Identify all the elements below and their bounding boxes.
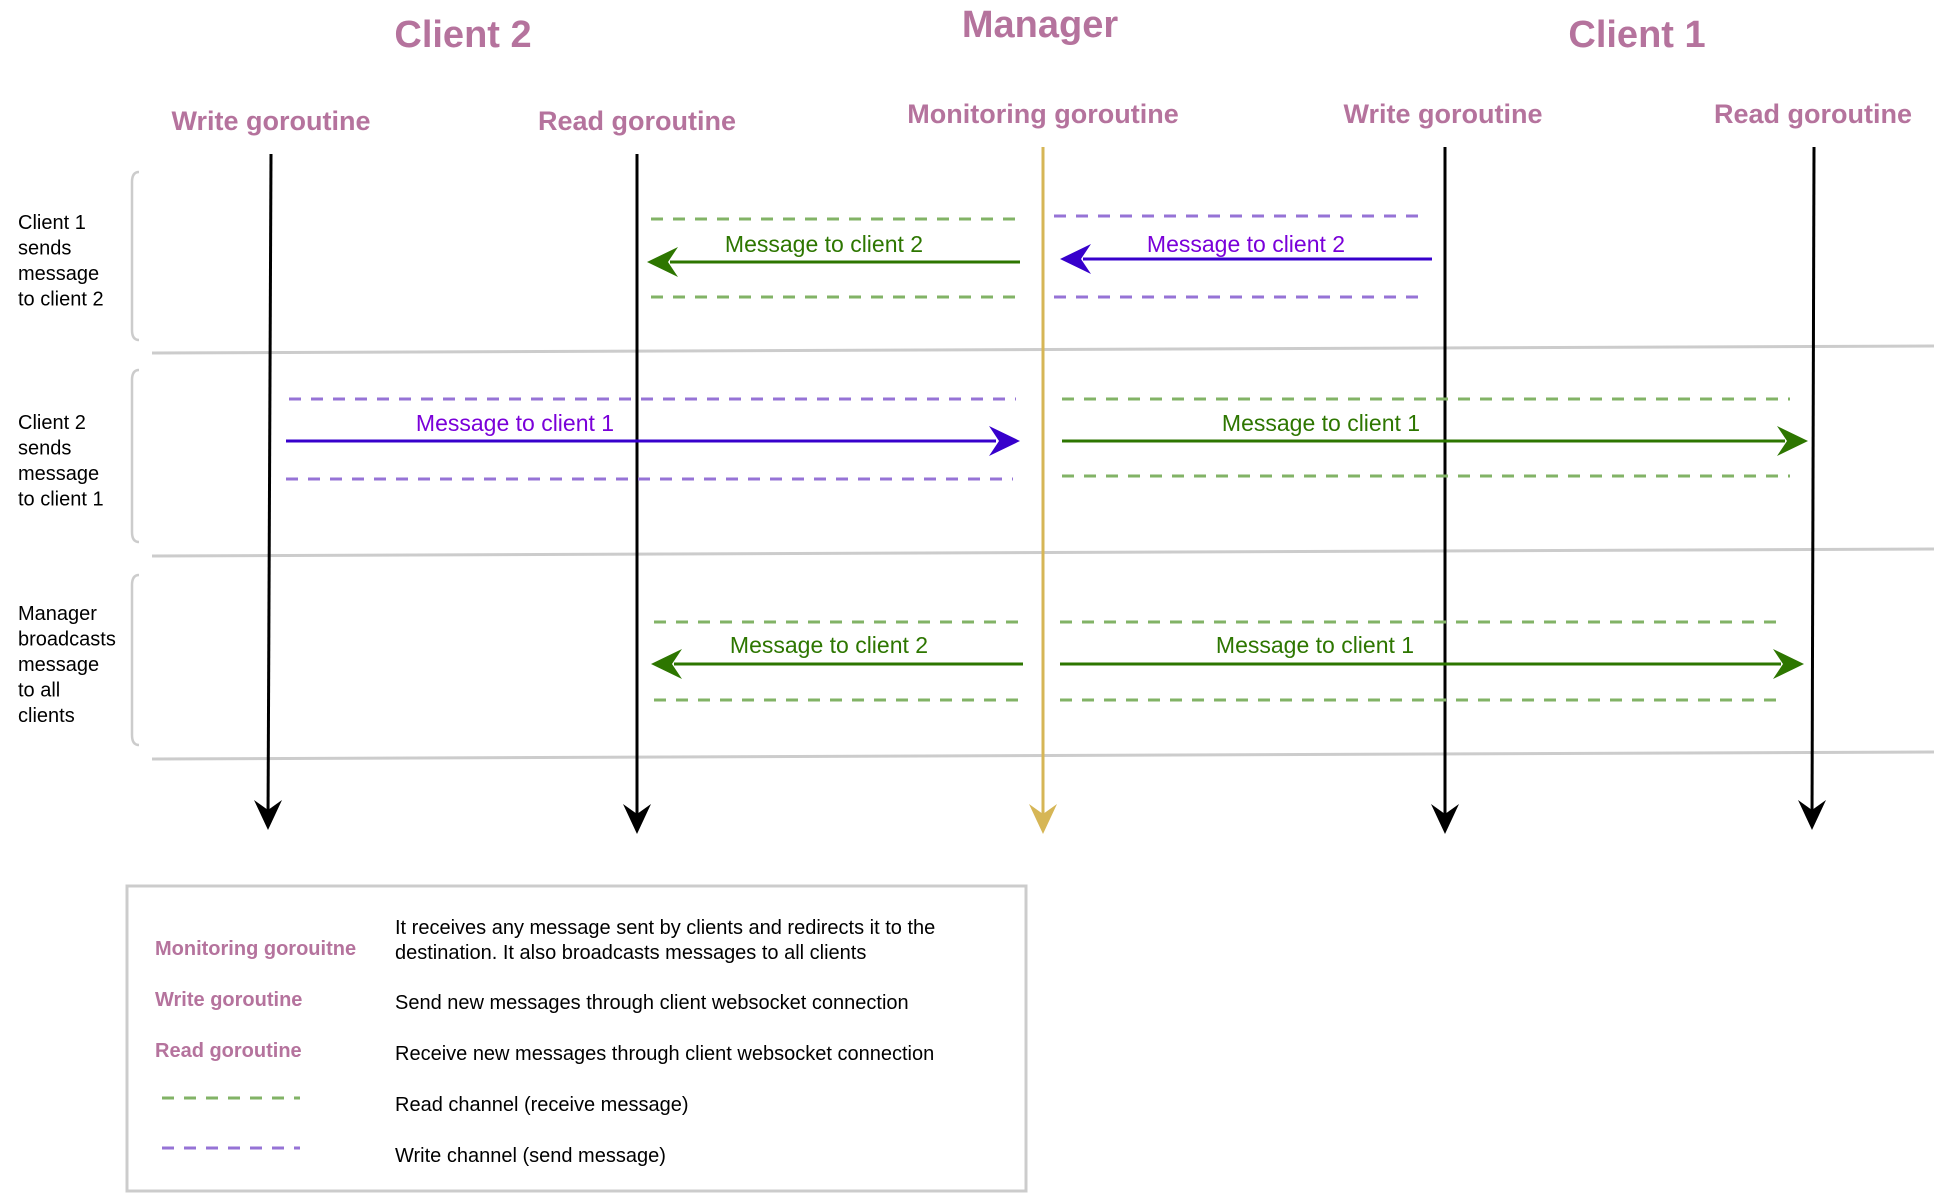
message-label-row3-left: Message to client 2 [730, 632, 928, 658]
row-brace-3 [130, 573, 140, 747]
legend-term-write: Write goroutine [155, 989, 302, 1011]
legend-desc-write-channel: Write channel (send message) [395, 1145, 666, 1167]
arrow-row1-to-monitoring [1060, 244, 1432, 274]
message-label-row2-right: Message to client 1 [1222, 410, 1420, 436]
legend-desc-read: Receive new messages through client webs… [395, 1043, 934, 1065]
arrow-row1-to-client2-read [647, 247, 1020, 277]
read-channel-row1-client2 [651, 217, 1022, 299]
read-channel-row2-client1 [1062, 397, 1790, 478]
lifeline-client2-read [623, 154, 651, 834]
read-channel-row3-client1 [1060, 620, 1786, 702]
legend-term-monitoring: Monitoring gorouitne [155, 938, 356, 960]
lifeline-client1-write [1431, 147, 1459, 834]
message-label-row3-right: Message to client 1 [1216, 632, 1414, 658]
write-channel-row1-client1 [1054, 214, 1425, 299]
lifeline-monitoring [1029, 147, 1057, 834]
lane-title-client2-write: Write goroutine [172, 106, 371, 136]
legend: Monitoring gorouitne It receives any mes… [125, 884, 1028, 1193]
lifeline-client2-write [254, 153, 282, 830]
row-label-1: Client 1 sends message to client 2 [18, 212, 105, 311]
row-brace-2 [130, 368, 140, 544]
arrow-row2-to-monitoring [286, 426, 1020, 456]
message-label-row1-left: Message to client 2 [725, 231, 923, 257]
arrow-row3-to-client2-read [651, 649, 1023, 679]
arrow-row2-to-client1-read [1062, 426, 1808, 456]
legend-term-read: Read goroutine [155, 1040, 302, 1062]
row-label-3: Manager broadcasts message to all client… [18, 603, 121, 727]
lane-title-client1-read: Read goroutine [1714, 99, 1912, 129]
arrow-row3-to-client1-read [1060, 649, 1804, 679]
message-label-row1-right: Message to client 2 [1147, 231, 1345, 257]
legend-box [125, 884, 1028, 1193]
lane-title-client1-write: Write goroutine [1344, 99, 1543, 129]
message-label-row2-left: Message to client 1 [416, 410, 614, 436]
legend-desc-write: Send new messages through client websock… [395, 992, 909, 1014]
write-channel-row2-client2 [286, 397, 1016, 481]
row-label-2: Client 2 sends message to client 1 [18, 412, 105, 511]
lifeline-client1-read [1798, 146, 1826, 830]
client2-title: Client 2 [394, 14, 531, 56]
lane-title-client2-read: Read goroutine [538, 106, 736, 136]
legend-desc-monitoring: It receives any message sent by clients … [395, 917, 941, 964]
legend-desc-read-channel: Read channel (receive message) [395, 1094, 689, 1116]
row-brace-1 [130, 170, 140, 342]
read-channel-row3-client2 [654, 620, 1025, 702]
manager-title: Manager [962, 4, 1118, 46]
lane-title-monitoring: Monitoring goroutine [907, 99, 1178, 129]
client1-title: Client 1 [1568, 14, 1705, 56]
